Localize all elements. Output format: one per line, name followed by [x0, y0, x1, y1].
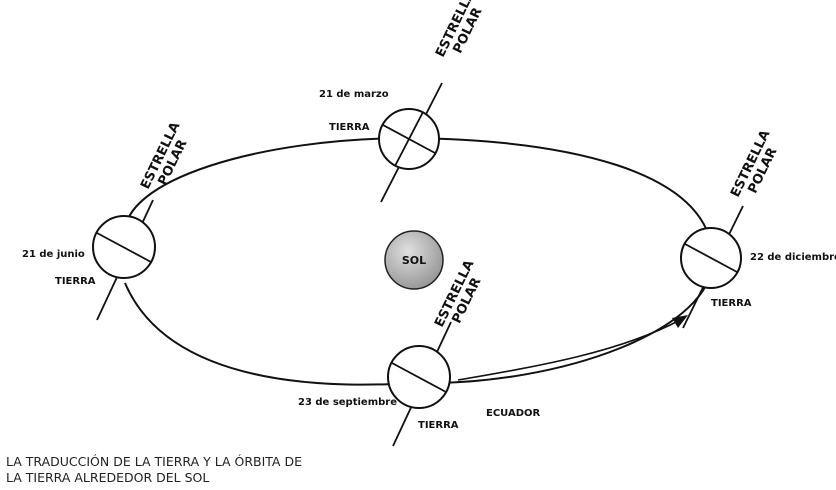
polar-star-label: ESTRELLA POLAR — [728, 128, 780, 200]
arrow-head-icon — [672, 315, 688, 328]
earth-june: ESTRELLA POLAR 21 de junio TIERRA — [22, 120, 190, 321]
date-label: 21 de marzo — [319, 89, 389, 100]
earth-equator — [391, 362, 447, 393]
earth-march: ESTRELLA POLAR 21 de marzo TIERRA — [319, 0, 485, 203]
sun-label: SOL — [402, 254, 426, 267]
earth-september: ESTRELLA POLAR 23 de septiembre TIERRA — [298, 258, 484, 447]
planet-label: TIERRA — [55, 276, 96, 287]
earth-equator — [684, 243, 738, 273]
sun: SOL — [384, 230, 444, 290]
planet-label: TIERRA — [329, 122, 370, 133]
date-label: 22 de diciembre — [750, 252, 836, 263]
earth-equator — [96, 232, 152, 263]
planet-label: TIERRA — [418, 420, 459, 431]
caption-line-1: LA TRADUCCIÓN DE LA TIERRA Y LA ÓRBITA D… — [6, 454, 302, 469]
caption-line-2: LA TIERRA ALREDEDOR DEL SOL — [6, 470, 210, 485]
planet-label: TIERRA — [711, 298, 752, 309]
polar-star-label: ESTRELLA POLAR — [433, 0, 485, 60]
equator-label: ECUADOR — [486, 408, 541, 419]
earth-december: ESTRELLA POLAR 22 de diciembre TIERRA — [680, 128, 836, 329]
diagram-caption: LA TRADUCCIÓN DE LA TIERRA Y LA ÓRBITA D… — [6, 454, 426, 486]
sun-disc — [384, 230, 444, 290]
earth-axis-through-globe — [394, 111, 424, 167]
orbit-direction-arrow — [457, 319, 681, 381]
date-label: 21 de junio — [22, 249, 85, 260]
polar-star-label: ESTRELLA POLAR — [138, 120, 190, 192]
date-label: 23 de septiembre — [298, 397, 397, 408]
